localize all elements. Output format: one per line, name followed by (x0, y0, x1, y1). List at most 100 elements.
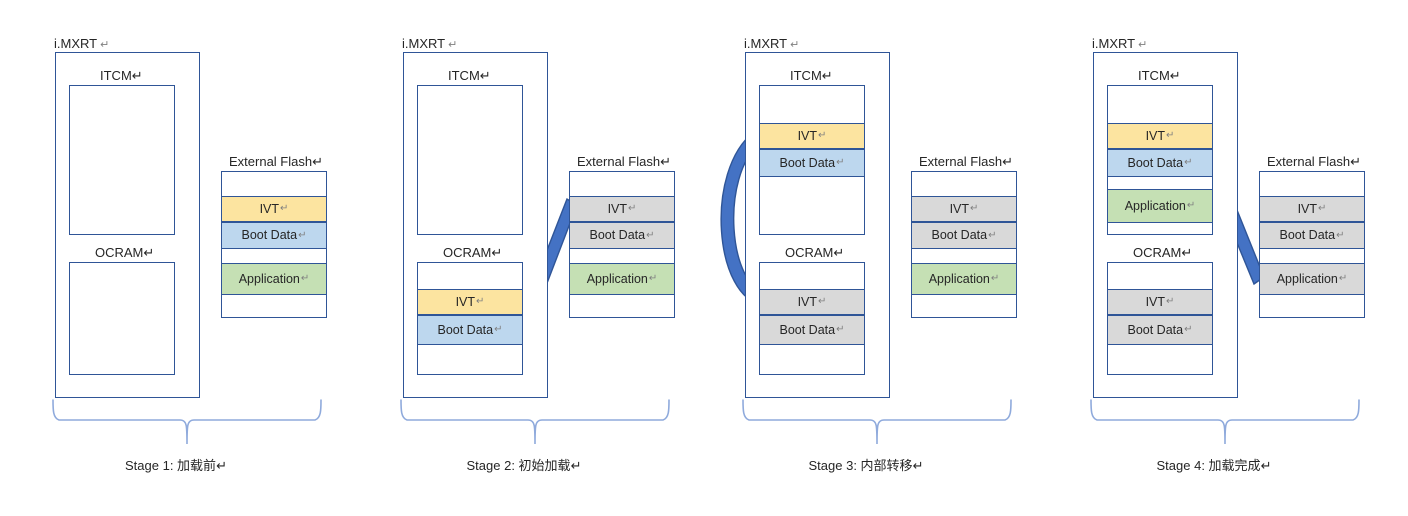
stage-3: i.MXRT↵ITCM↵IVT↵Boot Data↵OCRAM↵IVT↵Boot… (690, 0, 1042, 516)
stage-caption: Stage 3: 内部转移↵ (690, 455, 1042, 474)
itcm-title-text: ITCM (100, 68, 132, 83)
cr-mark: ↵ (494, 324, 503, 335)
flash-block-boot: Boot Data↵ (569, 222, 675, 249)
flash-block-app-label: Application (586, 271, 648, 286)
flash-block-ivt: IVT↵ (221, 196, 327, 222)
cr-mark: ↵ (476, 296, 485, 307)
ocram-block-ivt-label: IVT (1145, 294, 1166, 309)
flash-block-boot-label: Boot Data (931, 228, 988, 243)
flash-block-app-label: Application (1276, 271, 1338, 286)
stage-caption: Stage 4: 加载完成↵ (1038, 455, 1390, 474)
ocram-block-boot-label: Boot Data (779, 322, 836, 337)
cr-mark: ↵ (836, 157, 845, 168)
cr-mark: ↵ (836, 324, 845, 335)
chip-label-text: i.MXRT (1092, 36, 1136, 51)
ocram-title: OCRAM↵ (785, 245, 844, 261)
cr-mark: ↵ (1181, 245, 1193, 260)
itcm-block-ivt: IVT↵ (1107, 123, 1213, 149)
itcm-box: IVT↵Boot Data↵Application↵ (1107, 85, 1213, 235)
ocram-block-boot: Boot Data↵ (759, 315, 865, 345)
stage-2: i.MXRT↵ITCM↵OCRAM↵IVT↵Boot Data↵External… (348, 0, 700, 516)
stage-1: i.MXRT↵ITCM↵OCRAM↵External Flash↵IVT↵Boo… (0, 0, 352, 516)
itcm-title-text: ITCM (1138, 68, 1170, 83)
cr-mark: ↵ (448, 39, 458, 51)
cr-mark: ↵ (570, 458, 582, 473)
ocram-title-text: OCRAM (1133, 245, 1182, 260)
chip-label: i.MXRT↵ (744, 37, 799, 52)
cr-mark: ↵ (1169, 68, 1181, 83)
flash-block-boot-label: Boot Data (589, 228, 646, 243)
cr-mark: ↵ (988, 229, 997, 241)
cr-mark: ↵ (491, 245, 503, 260)
flash-title-text: External Flash (229, 154, 313, 169)
flash-title: External Flash↵ (229, 154, 323, 170)
ocram-block-boot-label: Boot Data (1127, 322, 1184, 337)
cr-mark: ↵ (1260, 458, 1272, 473)
itcm-block-boot-label: Boot Data (1127, 155, 1184, 170)
cr-mark: ↵ (790, 39, 800, 51)
cr-mark: ↵ (990, 273, 1000, 284)
ocram-block-ivt: IVT↵ (759, 289, 865, 315)
ocram-title: OCRAM↵ (443, 245, 502, 261)
itcm-block-ivt: IVT↵ (759, 123, 865, 149)
ocram-block-ivt: IVT↵ (417, 289, 523, 315)
cr-mark: ↵ (1318, 203, 1327, 214)
itcm-block-ivt-label: IVT (797, 128, 818, 143)
chip-label-text: i.MXRT (402, 36, 446, 51)
flash-block-app-label: Application (928, 271, 990, 286)
cr-mark: ↵ (298, 229, 307, 241)
cr-mark: ↵ (818, 296, 827, 307)
flash-block-ivt-label: IVT (1297, 201, 1318, 216)
cr-mark: ↵ (912, 458, 924, 473)
stage-caption-text: Stage 2: 初始加载 (466, 458, 571, 473)
cr-mark: ↵ (1336, 229, 1345, 241)
cr-mark: ↵ (648, 273, 658, 284)
flash-title-text: External Flash (577, 154, 661, 169)
flash-block-ivt: IVT↵ (1259, 196, 1365, 222)
cr-mark: ↵ (646, 229, 655, 241)
itcm-box: IVT↵Boot Data↵ (759, 85, 865, 235)
cr-mark: ↵ (280, 203, 289, 214)
cr-mark: ↵ (1338, 273, 1348, 284)
flash-block-boot-label: Boot Data (1279, 228, 1336, 243)
flash-title-text: External Flash (1267, 154, 1351, 169)
cr-mark: ↵ (1184, 157, 1193, 168)
stage-4: i.MXRT↵ITCM↵IVT↵Boot Data↵Application↵OC… (1038, 0, 1390, 516)
flash-block-ivt-label: IVT (259, 201, 280, 216)
ocram-block-ivt: IVT↵ (1107, 289, 1213, 315)
ocram-title: OCRAM↵ (95, 245, 154, 261)
chip-label-text: i.MXRT (54, 36, 98, 51)
ocram-block-ivt-label: IVT (455, 294, 476, 309)
flash-box: IVT↵Boot Data↵Application↵ (569, 171, 675, 318)
cr-mark: ↵ (1138, 39, 1148, 51)
flash-box: IVT↵Boot Data↵Application↵ (221, 171, 327, 318)
stage-caption-text: Stage 1: 加载前 (125, 458, 217, 473)
chip-label: i.MXRT↵ (1092, 37, 1147, 52)
stage-caption-text: Stage 4: 加载完成 (1156, 458, 1261, 473)
itcm-block-app-label: Application (1124, 198, 1186, 213)
itcm-title: ITCM↵ (448, 68, 491, 84)
flash-block-ivt-label: IVT (949, 201, 970, 216)
cr-mark: ↵ (100, 39, 110, 51)
stage-caption: Stage 1: 加载前↵ (0, 455, 352, 474)
cr-mark: ↵ (821, 68, 833, 83)
cr-mark: ↵ (1350, 154, 1361, 169)
flash-title: External Flash↵ (919, 154, 1013, 170)
ocram-block-ivt-label: IVT (797, 294, 818, 309)
flash-block-boot: Boot Data↵ (1259, 222, 1365, 249)
itcm-title: ITCM↵ (100, 68, 143, 84)
stage-caption: Stage 2: 初始加载↵ (348, 455, 700, 474)
flash-box: IVT↵Boot Data↵Application↵ (911, 171, 1017, 318)
ocram-box: IVT↵Boot Data↵ (417, 262, 523, 375)
ocram-title-text: OCRAM (95, 245, 144, 260)
flash-block-app: Application↵ (911, 263, 1017, 295)
stage-bracket (1090, 399, 1360, 445)
cr-mark: ↵ (818, 130, 827, 141)
flash-title: External Flash↵ (577, 154, 671, 170)
itcm-title-text: ITCM (448, 68, 480, 83)
flash-block-ivt: IVT↵ (569, 196, 675, 222)
itcm-title: ITCM↵ (1138, 68, 1181, 84)
chip-label: i.MXRT↵ (54, 37, 109, 52)
flash-block-app: Application↵ (569, 263, 675, 295)
stage-bracket (52, 399, 322, 445)
